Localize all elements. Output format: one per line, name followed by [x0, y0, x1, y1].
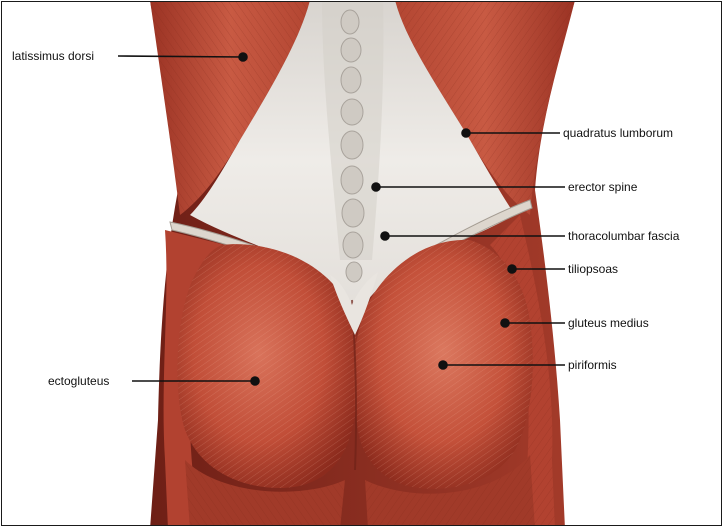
label-latissimus-dorsi: latissimus dorsi	[12, 49, 94, 63]
label-thoracolumbar-fascia: thoracolumbar fascia	[568, 229, 679, 243]
label-quadratus-lumborum: quadratus lumborum	[563, 126, 673, 140]
label-erector-spine: erector spine	[568, 180, 637, 194]
label-gluteus-medius: gluteus medius	[568, 316, 649, 330]
label-tiliopsoas: tiliopsoas	[568, 262, 618, 276]
label-piriformis: piriformis	[568, 358, 617, 372]
spine-vertebrae	[341, 10, 364, 282]
label-ectogluteus: ectogluteus	[48, 374, 109, 388]
